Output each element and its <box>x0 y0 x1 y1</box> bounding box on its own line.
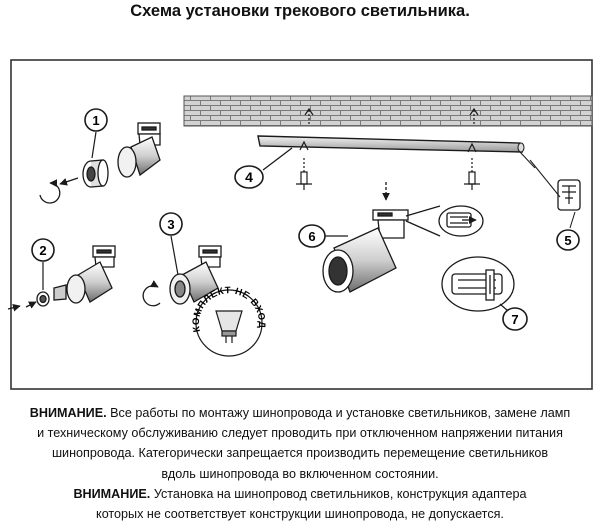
diagram-frame <box>10 59 593 390</box>
adapter-detail-7 <box>441 256 515 312</box>
callout-5: 5 <box>529 159 581 251</box>
callout-4: 4 <box>234 147 293 189</box>
warning-1-line-1: ВНИМАНИЕ. Все работы по монтажу шинопров… <box>29 406 571 420</box>
track-rail <box>257 135 536 169</box>
warning-2-line-2: которых не соответствует конструкции шин… <box>96 507 504 522</box>
mounting-screw-right <box>464 107 480 190</box>
callout-3-label: 3 <box>167 217 174 232</box>
fixture-step-2 <box>7 245 116 312</box>
callout-6: 6 <box>298 224 348 248</box>
fixture-step-3 <box>142 245 222 307</box>
callout-7: 7 <box>499 303 528 331</box>
ceiling-brick-wall <box>183 95 593 127</box>
fixture-step-6 <box>322 182 484 293</box>
callout-6-label: 6 <box>308 229 315 244</box>
callout-5-label: 5 <box>564 233 571 248</box>
callout-7-label: 7 <box>511 312 518 327</box>
callout-2: 2 <box>31 238 55 290</box>
warning-1-line-2: и техническому обслуживанию следует пров… <box>37 426 563 441</box>
callout-3: 3 <box>159 212 183 276</box>
page-title: Схема установки трекового светильника. <box>130 2 470 20</box>
warning-1-line-4: вдоль шинопровода во включенном состояни… <box>161 466 439 481</box>
mounting-screw-left <box>296 107 314 190</box>
warning-2-line-1: ВНИМАНИЕ. Установка на шинопровод светил… <box>73 486 527 501</box>
warning-notes: ВНИМАНИЕ. Все работы по монтажу шинопров… <box>4 403 596 524</box>
fixture-step-1 <box>39 122 161 204</box>
warning-1-line-3: шинопровода. Категорически запрещается п… <box>51 446 549 461</box>
callout-4-label: 4 <box>245 169 253 185</box>
callout-1: 1 <box>84 108 108 159</box>
callout-1-label: 1 <box>92 113 99 128</box>
lamp-bulb-icon <box>215 310 243 343</box>
callout-2-label: 2 <box>39 243 46 258</box>
